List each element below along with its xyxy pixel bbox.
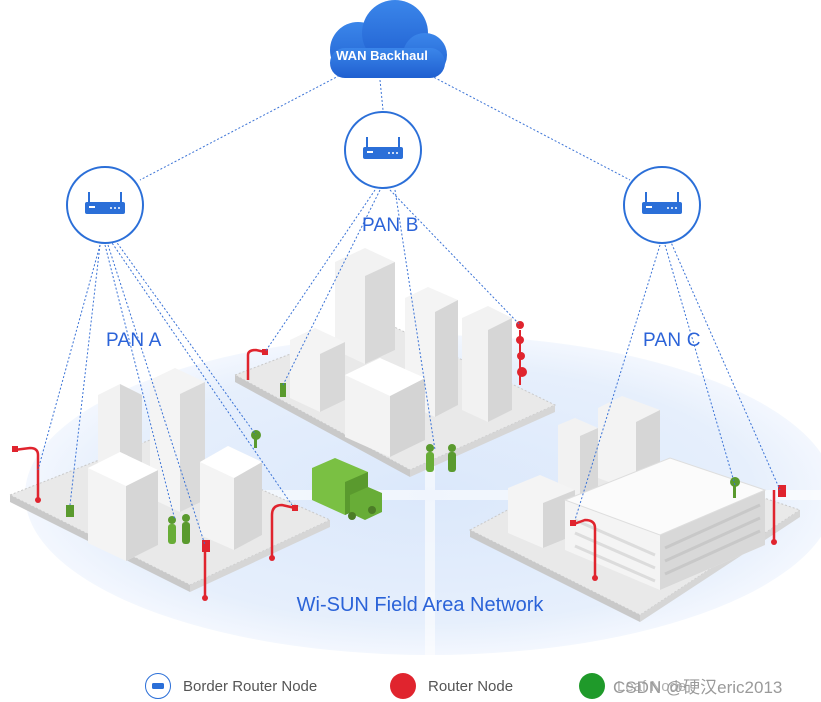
border-router-pan-a-icon <box>66 166 144 244</box>
pan-c-label: PAN C <box>643 330 701 351</box>
pan-a-label: PAN A <box>106 330 162 351</box>
legend-leaf: Leaf Node <box>579 672 686 700</box>
border-router-legend-icon <box>145 673 171 699</box>
leaf-legend-dot <box>579 673 605 699</box>
legend-leaf-label: Leaf Node <box>617 677 687 695</box>
router-node-lamps <box>13 348 776 598</box>
cloud-label: WAN Backhaul <box>336 48 428 63</box>
router-node-markers <box>12 321 786 601</box>
pan-a-buildings <box>88 368 262 561</box>
legend-router-label: Router Node <box>428 677 514 695</box>
legend-border-router-label: Border Router Node <box>183 677 318 695</box>
pan-b-people <box>426 444 456 472</box>
network-links <box>37 69 781 546</box>
network-title: Wi-SUN Field Area Network <box>296 594 544 616</box>
pan-b-label: PAN B <box>362 215 419 236</box>
wan-backhaul-cloud <box>330 0 447 78</box>
watermark-text: CSDN @硬汉eric2013 <box>613 678 783 697</box>
utility-truck <box>312 458 382 520</box>
router-legend-dot <box>390 673 416 699</box>
pan-c-buildings <box>508 396 767 590</box>
pan-b-buildings <box>290 248 512 457</box>
border-router-pan-c-icon <box>623 166 701 244</box>
legend-border-router: Border Router Node <box>145 672 317 700</box>
legend-router: Router Node <box>390 672 513 700</box>
border-router-pan-b-icon <box>344 111 422 189</box>
